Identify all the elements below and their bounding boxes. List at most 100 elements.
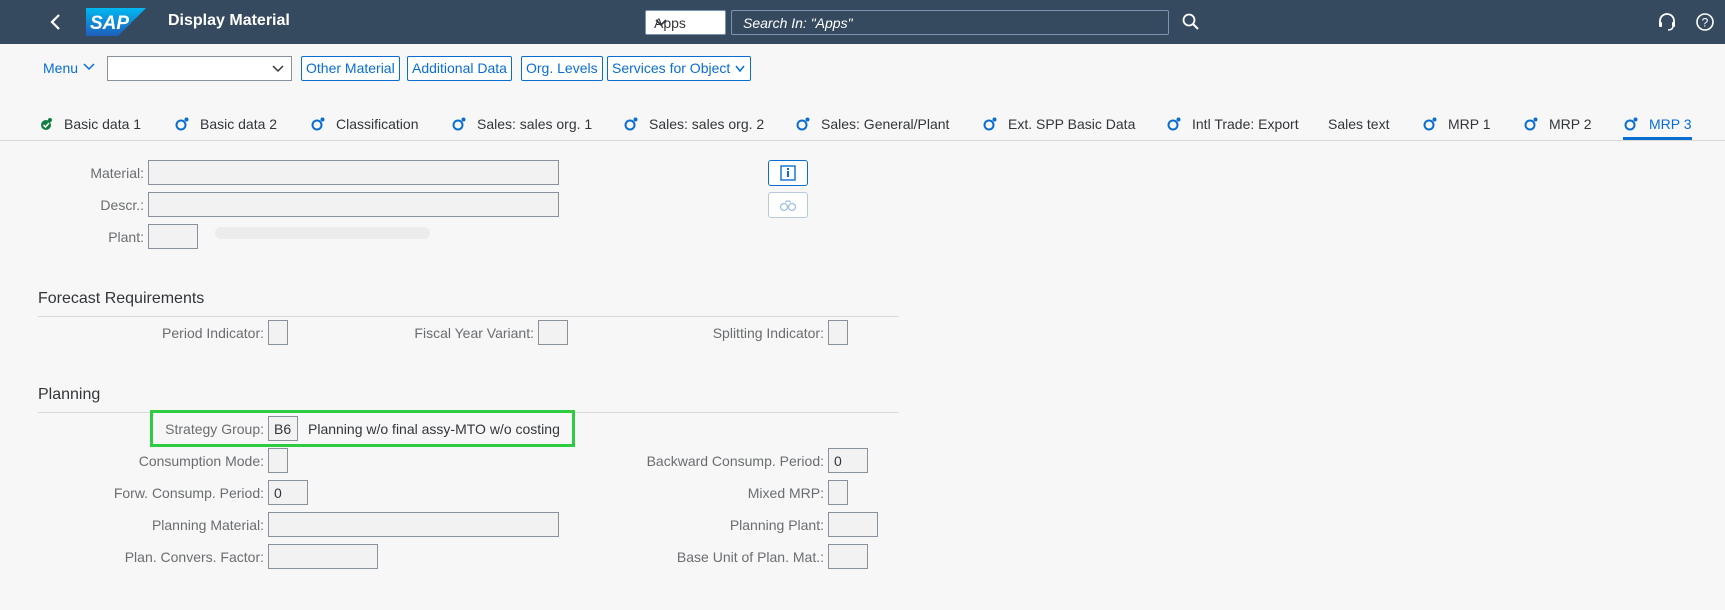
backward-consumption-period-value: 0: [834, 453, 842, 469]
fiscal-year-variant-field[interactable]: [538, 320, 568, 345]
search-input[interactable]: Search In: "Apps": [731, 10, 1169, 35]
planning-material-label: Planning Material:: [151, 517, 264, 533]
gear-icon: [1423, 117, 1437, 131]
tab-mrp-2[interactable]: MRP 2: [1523, 116, 1592, 132]
search-icon[interactable]: [1180, 11, 1202, 33]
tab-label: Classification: [336, 116, 419, 132]
info-button[interactable]: [768, 160, 808, 186]
tab-bar: Basic data 1 Basic data 2 Classification…: [0, 108, 1725, 141]
material-label: Material:: [90, 165, 144, 181]
chevron-down-icon: [83, 63, 95, 71]
mixed-mrp-label: Mixed MRP:: [747, 485, 824, 501]
consumption-mode-field[interactable]: [268, 448, 288, 473]
tab-label: Sales: sales org. 2: [649, 116, 765, 132]
chevron-down-icon: [271, 59, 285, 82]
period-indicator-field[interactable]: [268, 320, 288, 345]
services-for-object-button[interactable]: Services for Object: [607, 56, 752, 81]
forward-consumption-period-field[interactable]: 0: [268, 480, 308, 505]
menu-label: Menu: [43, 60, 79, 76]
tab-intl-trade-export[interactable]: Intl Trade: Export: [1166, 116, 1299, 132]
tab-label: Intl Trade: Export: [1192, 116, 1299, 132]
plant-field[interactable]: [148, 224, 198, 249]
active-tab-indicator: [1623, 137, 1692, 140]
base-unit-plan-mat-label: Base Unit of Plan. Mat.:: [676, 549, 824, 565]
fiscal-year-variant-label: Fiscal Year Variant:: [414, 325, 534, 341]
forward-consumption-period-label: Forw. Consump. Period:: [113, 485, 264, 501]
tab-sales-general-plant[interactable]: Sales: General/Plant: [795, 116, 949, 132]
gear-icon: [983, 117, 997, 131]
info-icon: [780, 165, 796, 181]
backward-consumption-period-field[interactable]: 0: [828, 448, 868, 473]
strategy-group-highlight: [150, 410, 575, 447]
plan-convers-factor-field[interactable]: [268, 544, 378, 569]
tab-basic-data-2[interactable]: Basic data 2: [174, 116, 277, 132]
tab-label: Basic data 1: [64, 116, 142, 132]
gear-icon: [1524, 117, 1538, 131]
gear-icon: [175, 117, 189, 131]
check-gear-icon: [41, 118, 52, 130]
planning-section-title: Planning: [38, 386, 101, 403]
descr-label: Descr.:: [100, 197, 144, 213]
logo-text: SAP: [90, 13, 129, 34]
planning-material-field[interactable]: [268, 512, 559, 537]
tab-label: Ext. SPP Basic Data: [1008, 116, 1136, 132]
period-indicator-label: Period Indicator:: [162, 325, 264, 341]
tab-sales-org-2[interactable]: Sales: sales org. 2: [623, 116, 764, 132]
headset-icon[interactable]: [1656, 11, 1678, 33]
app-title: Display Material: [168, 12, 290, 29]
svg-text:?: ?: [1702, 16, 1709, 30]
tab-mrp-1[interactable]: MRP 1: [1422, 116, 1491, 132]
tab-label: Sales: sales org. 1: [477, 116, 593, 132]
menu-button[interactable]: Menu: [43, 60, 96, 76]
base-unit-plan-mat-field[interactable]: [828, 544, 868, 569]
tab-label: MRP 3: [1649, 116, 1692, 132]
strategy-group-field[interactable]: B6: [268, 416, 298, 441]
tab-sales-org-1[interactable]: Sales: sales org. 1: [451, 116, 592, 132]
gear-icon: [1167, 117, 1181, 131]
backward-consumption-period-label: Backward Consump. Period:: [646, 453, 824, 469]
gear-icon: [311, 117, 325, 131]
help-icon[interactable]: ?: [1694, 11, 1716, 33]
tab-label: Basic data 2: [200, 116, 278, 132]
splitting-indicator-label: Splitting Indicator:: [712, 325, 824, 341]
apps-select-value: Apps: [654, 15, 686, 31]
shell-bar: SAP Display Material Apps Search In: "Ap…: [0, 0, 1725, 44]
mixed-mrp-field[interactable]: [828, 480, 848, 505]
gear-icon: [452, 117, 466, 131]
apps-select[interactable]: Apps: [645, 10, 726, 35]
org-levels-button[interactable]: Org. Levels: [521, 56, 603, 81]
tab-basic-data-1[interactable]: Basic data 1: [38, 116, 141, 132]
toolbar: Menu Other Material Additional Data Org.…: [0, 56, 1725, 82]
strategy-group-description: Planning w/o final assy-MTO w/o costing: [308, 421, 560, 437]
plant-description-redacted: [215, 227, 430, 239]
tab-classification[interactable]: Classification: [310, 116, 418, 132]
display-binoculars-button[interactable]: [768, 192, 808, 218]
back-icon[interactable]: [44, 10, 68, 34]
command-dropdown[interactable]: [107, 56, 292, 81]
planning-plant-field[interactable]: [828, 512, 878, 537]
forecast-section-title: Forecast Requirements: [38, 290, 205, 307]
tab-label: MRP 1: [1448, 116, 1491, 132]
other-material-button[interactable]: Other Material: [301, 56, 400, 81]
search-placeholder: Search In: "Apps": [743, 15, 853, 31]
forward-consumption-period-value: 0: [274, 485, 282, 501]
sap-logo[interactable]: SAP: [86, 8, 146, 36]
chevron-down-icon: [735, 65, 745, 73]
chevron-down-icon: [654, 13, 717, 34]
gear-icon: [1624, 117, 1638, 131]
strategy-group-value: B6: [274, 421, 292, 437]
consumption-mode-label: Consumption Mode:: [138, 453, 264, 469]
tab-mrp-3[interactable]: MRP 3: [1623, 116, 1692, 132]
plant-label: Plant:: [108, 229, 144, 245]
descr-field[interactable]: [148, 192, 559, 217]
tab-sales-text[interactable]: Sales text: [1328, 116, 1389, 132]
planning-plant-label: Planning Plant:: [729, 517, 824, 533]
section-divider: [38, 316, 899, 317]
tab-label: Sales: General/Plant: [821, 116, 950, 132]
tab-label: MRP 2: [1549, 116, 1592, 132]
tab-ext-spp-basic-data[interactable]: Ext. SPP Basic Data: [982, 116, 1135, 132]
gear-icon: [624, 117, 638, 131]
splitting-indicator-field[interactable]: [828, 320, 848, 345]
additional-data-button[interactable]: Additional Data: [407, 56, 512, 81]
material-field[interactable]: [148, 160, 559, 185]
